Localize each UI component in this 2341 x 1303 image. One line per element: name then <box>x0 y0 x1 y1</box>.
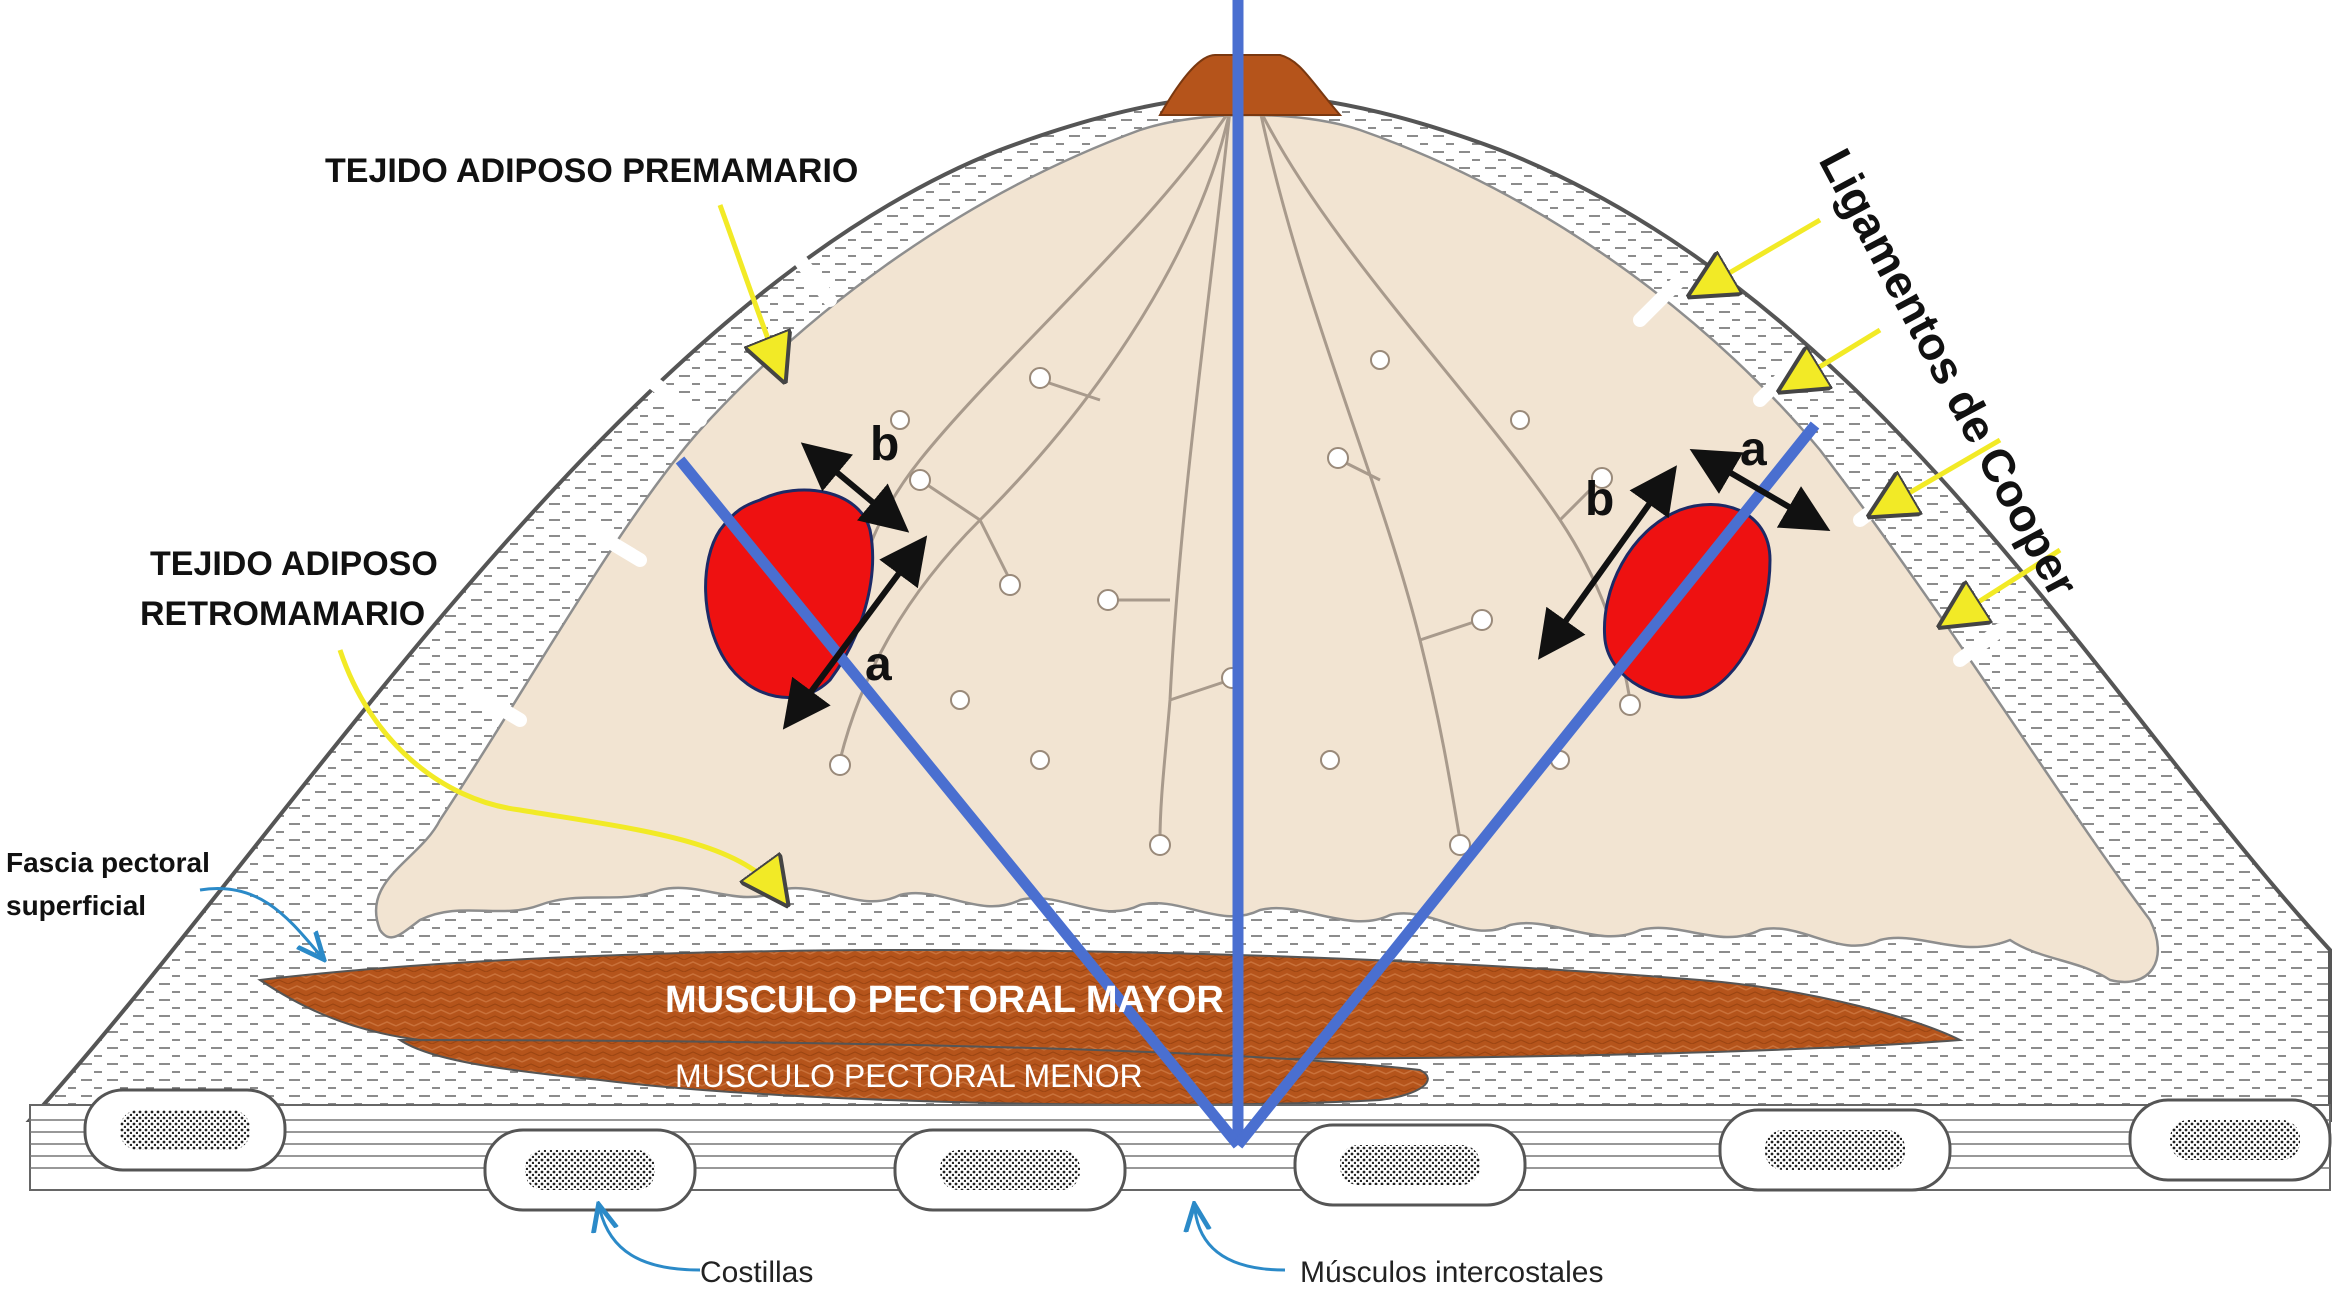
label-costillas: Costillas <box>700 1256 813 1289</box>
right-arrow-a <box>1689 448 1831 532</box>
label-left-b: b <box>870 418 899 471</box>
ribs <box>83 1088 2332 1212</box>
rib-6 <box>2128 1098 2332 1182</box>
label-pectoral-menor: MUSCULO PECTORAL MENOR <box>675 1058 1143 1094</box>
gland-tissue <box>374 113 2160 984</box>
rib-4 <box>1293 1123 1527 1207</box>
left-arrow-a <box>782 535 928 730</box>
label-retromamario-2: RETROMAMARIO <box>140 595 425 633</box>
label-intercostales: Músculos intercostales <box>1300 1256 1603 1289</box>
axis-lines <box>675 0 1820 1149</box>
rib-1 <box>83 1088 287 1172</box>
label-right-b: b <box>1585 473 1614 526</box>
rib-2 <box>483 1128 697 1212</box>
label-right-a: a <box>1740 423 1767 476</box>
rib-3 <box>893 1128 1127 1212</box>
intercostal-band <box>29 1104 2331 1191</box>
label-fascia-1: Fascia pectoral <box>6 847 210 878</box>
nipple <box>1158 54 1343 116</box>
measurement-arrows <box>782 442 1831 730</box>
label-left-a: a <box>865 638 892 691</box>
label-retromamario-1: TEJIDO ADIPOSO <box>150 545 438 583</box>
rib-5 <box>1718 1108 1952 1192</box>
left-arrow-b <box>800 442 910 533</box>
label-fascia-2: superficial <box>6 890 146 921</box>
right-arrow-b <box>1538 465 1677 660</box>
label-premamario: TEJIDO ADIPOSO PREMAMARIO <box>325 152 858 190</box>
yellow-pointers <box>337 204 2062 895</box>
blue-pointers <box>199 887 1286 1272</box>
label-pectoral-mayor: MUSCULO PECTORAL MAYOR <box>665 979 1224 1021</box>
